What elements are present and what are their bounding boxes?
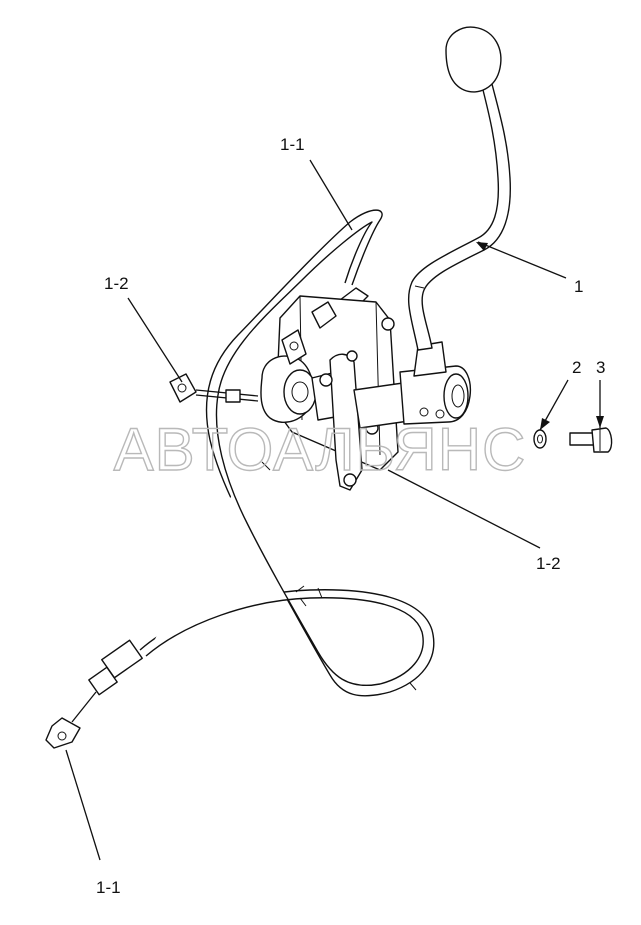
leader-lines <box>65 159 604 861</box>
shift-lever <box>407 26 511 351</box>
cable-1-1 <box>45 209 435 749</box>
callout-2: 2 <box>572 358 581 377</box>
callout-1: 1 <box>574 277 583 296</box>
callout-1-1-bottom: 1-1 <box>96 878 121 897</box>
callout-1-1-top: 1-1 <box>280 135 305 154</box>
watermark: АВТОАЛЬЯНС <box>114 416 527 483</box>
callout-3: 3 <box>596 358 605 377</box>
shift-mechanism <box>260 295 472 491</box>
callout-1-2-left: 1-2 <box>104 274 129 293</box>
bolt-3 <box>569 427 613 453</box>
washer-2 <box>533 429 547 449</box>
callout-1-2-right: 1-2 <box>536 554 561 573</box>
